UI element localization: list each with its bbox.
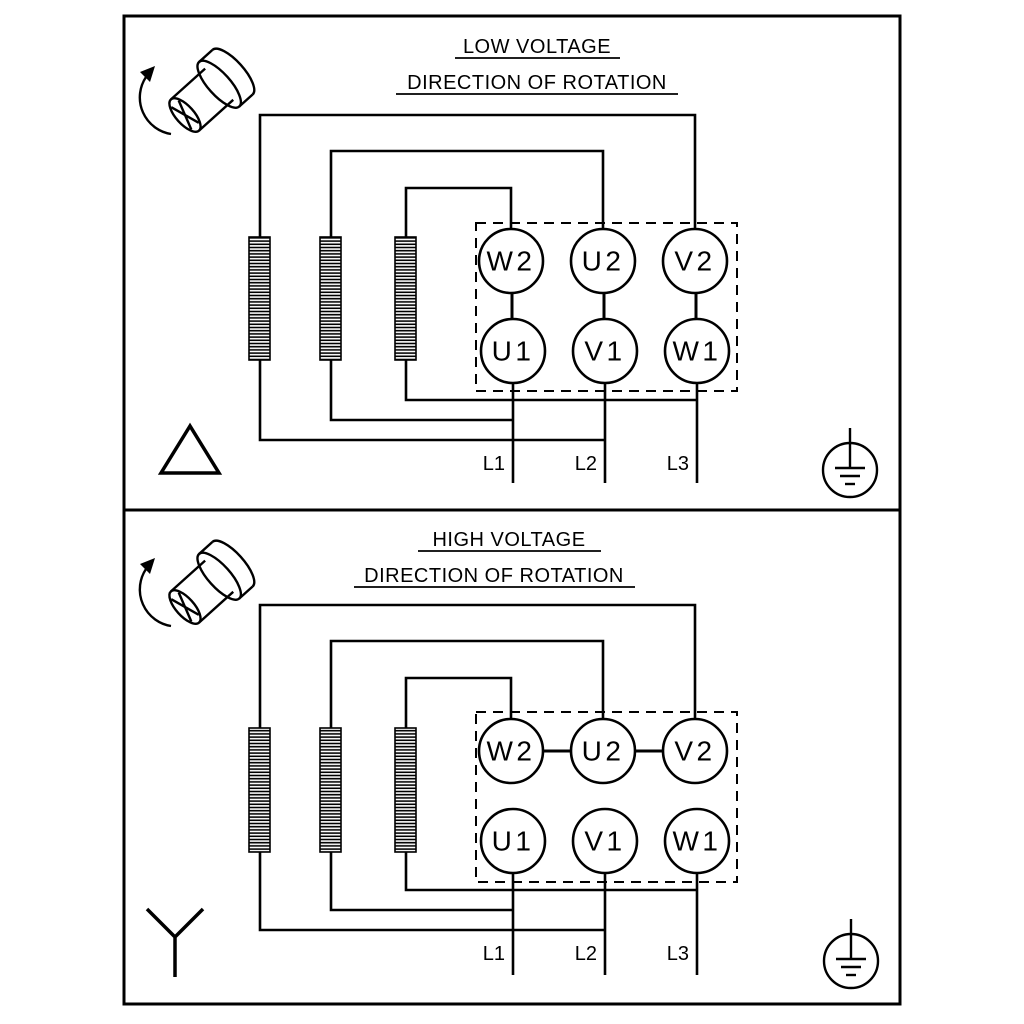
line-label-l2: L2 bbox=[575, 943, 597, 965]
wire bbox=[329, 360, 513, 422]
delta-symbol-icon bbox=[157, 422, 223, 475]
terminal-label: V1 bbox=[584, 336, 625, 367]
winding-coil bbox=[394, 236, 417, 361]
panel-high-voltage: HIGH VOLTAGE DIRECTION OF ROTATION bbox=[138, 529, 880, 990]
wire bbox=[404, 852, 697, 892]
low-voltage-title: LOW VOLTAGE bbox=[463, 36, 611, 58]
line-label-l1: L1 bbox=[483, 453, 505, 475]
line-label-l2: L2 bbox=[575, 453, 597, 475]
wire bbox=[404, 676, 513, 728]
direction-of-rotation-label: DIRECTION OF ROTATION bbox=[407, 72, 667, 94]
terminal-w1 bbox=[663, 807, 731, 875]
wire bbox=[258, 360, 605, 442]
winding-coil bbox=[394, 727, 417, 853]
terminal-label: W1 bbox=[673, 826, 722, 857]
terminal-label: W1 bbox=[673, 336, 722, 367]
terminal-label: V2 bbox=[674, 736, 715, 767]
terminal-label: U1 bbox=[492, 336, 535, 367]
wire bbox=[329, 149, 605, 237]
terminal-block bbox=[475, 222, 738, 392]
line-label-l3: L3 bbox=[667, 453, 689, 475]
shaft-rotation-icon bbox=[138, 533, 263, 637]
wire bbox=[329, 852, 513, 912]
line-label-l3: L3 bbox=[667, 943, 689, 965]
terminal-label: W2 bbox=[487, 246, 536, 277]
winding-coil bbox=[319, 236, 342, 361]
shaft-rotation-icon bbox=[138, 41, 263, 145]
line-label-l1: L1 bbox=[483, 943, 505, 965]
earth-ground-icon bbox=[821, 426, 879, 499]
terminal-label: W2 bbox=[487, 736, 536, 767]
earth-ground-icon bbox=[822, 917, 880, 990]
panel-low-voltage: LOW VOLTAGE DIRECTION OF ROTATION bbox=[138, 36, 879, 499]
terminal-label: U2 bbox=[582, 246, 625, 277]
star-symbol-icon bbox=[145, 907, 205, 977]
terminal-block bbox=[475, 711, 738, 883]
wire bbox=[258, 113, 697, 237]
direction-of-rotation-label: DIRECTION OF ROTATION bbox=[364, 565, 624, 587]
wire bbox=[258, 603, 697, 728]
wire bbox=[404, 360, 697, 402]
winding-coil bbox=[319, 727, 342, 853]
winding-coil bbox=[248, 727, 271, 853]
terminal-v1 bbox=[571, 807, 639, 875]
high-voltage-title: HIGH VOLTAGE bbox=[432, 529, 585, 551]
terminal-label: U2 bbox=[582, 736, 625, 767]
wire bbox=[329, 639, 605, 728]
wire bbox=[404, 186, 513, 237]
terminal-u1 bbox=[479, 807, 547, 875]
wire bbox=[258, 852, 605, 932]
terminal-label: U1 bbox=[492, 826, 535, 857]
winding-coil bbox=[248, 236, 271, 361]
terminal-label: V2 bbox=[674, 246, 715, 277]
terminal-label: V1 bbox=[584, 826, 625, 857]
